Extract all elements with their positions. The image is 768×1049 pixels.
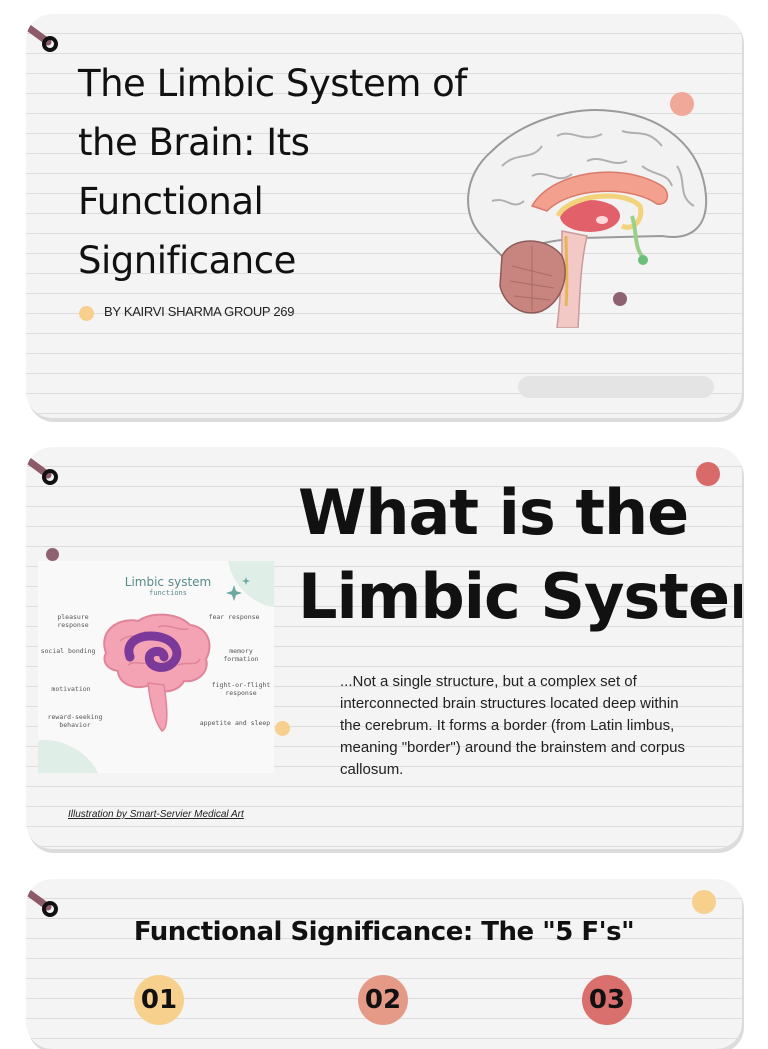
decor-dot xyxy=(46,548,59,561)
functions-slide-card: Functional Significance: The "5 F's" 01 … xyxy=(26,879,742,1049)
function-label: memory formation xyxy=(223,647,259,663)
function-label: fear response xyxy=(208,613,260,621)
step-number-01: 01 xyxy=(134,975,184,1025)
slide-title: The Limbic System of the Brain: Its Func… xyxy=(78,62,467,282)
decor-dot xyxy=(275,721,290,736)
pushpin-icon xyxy=(26,21,58,52)
limbic-functions-infographic: Limbic system functions pleasure respons… xyxy=(38,561,274,773)
infographic-subtitle: functions xyxy=(149,589,187,597)
function-label: reward-seeking behavior xyxy=(47,713,103,729)
illustration-credit: Illustration by Smart-Servier Medical Ar… xyxy=(68,809,244,820)
decor-dot xyxy=(613,292,627,306)
slide-title: What is the Limbic System? xyxy=(298,476,742,633)
definition-text: ...Not a single structure, but a complex… xyxy=(340,673,686,778)
title-slide-card: The Limbic System of the Brain: Its Func… xyxy=(26,14,742,418)
decor-dot xyxy=(670,92,694,116)
brain-sagittal-illustration xyxy=(467,109,708,328)
function-label: pleasure response xyxy=(57,613,89,629)
function-label: fight-or-flight response xyxy=(211,681,271,697)
definition-slide-card: What is the Limbic System? Limbic system… xyxy=(26,447,742,849)
byline-bullet xyxy=(79,306,94,321)
pushpin-icon xyxy=(26,886,58,917)
step-number-03: 03 xyxy=(582,975,632,1025)
step-number-02: 02 xyxy=(358,975,408,1025)
function-label: motivation xyxy=(51,685,91,693)
infographic-title: Limbic system xyxy=(124,575,212,589)
decor-pill xyxy=(518,376,714,398)
decor-dot xyxy=(696,462,720,486)
pushpin-icon xyxy=(26,454,58,485)
function-label: social bonding xyxy=(40,647,96,655)
slide-title: Functional Significance: The "5 F's" xyxy=(133,917,635,947)
infographic-background xyxy=(38,561,274,773)
decor-dot xyxy=(692,890,716,914)
author-byline: BY KAIRVI SHARMA GROUP 269 xyxy=(104,304,295,319)
function-label: appetite and sleep xyxy=(199,719,271,727)
